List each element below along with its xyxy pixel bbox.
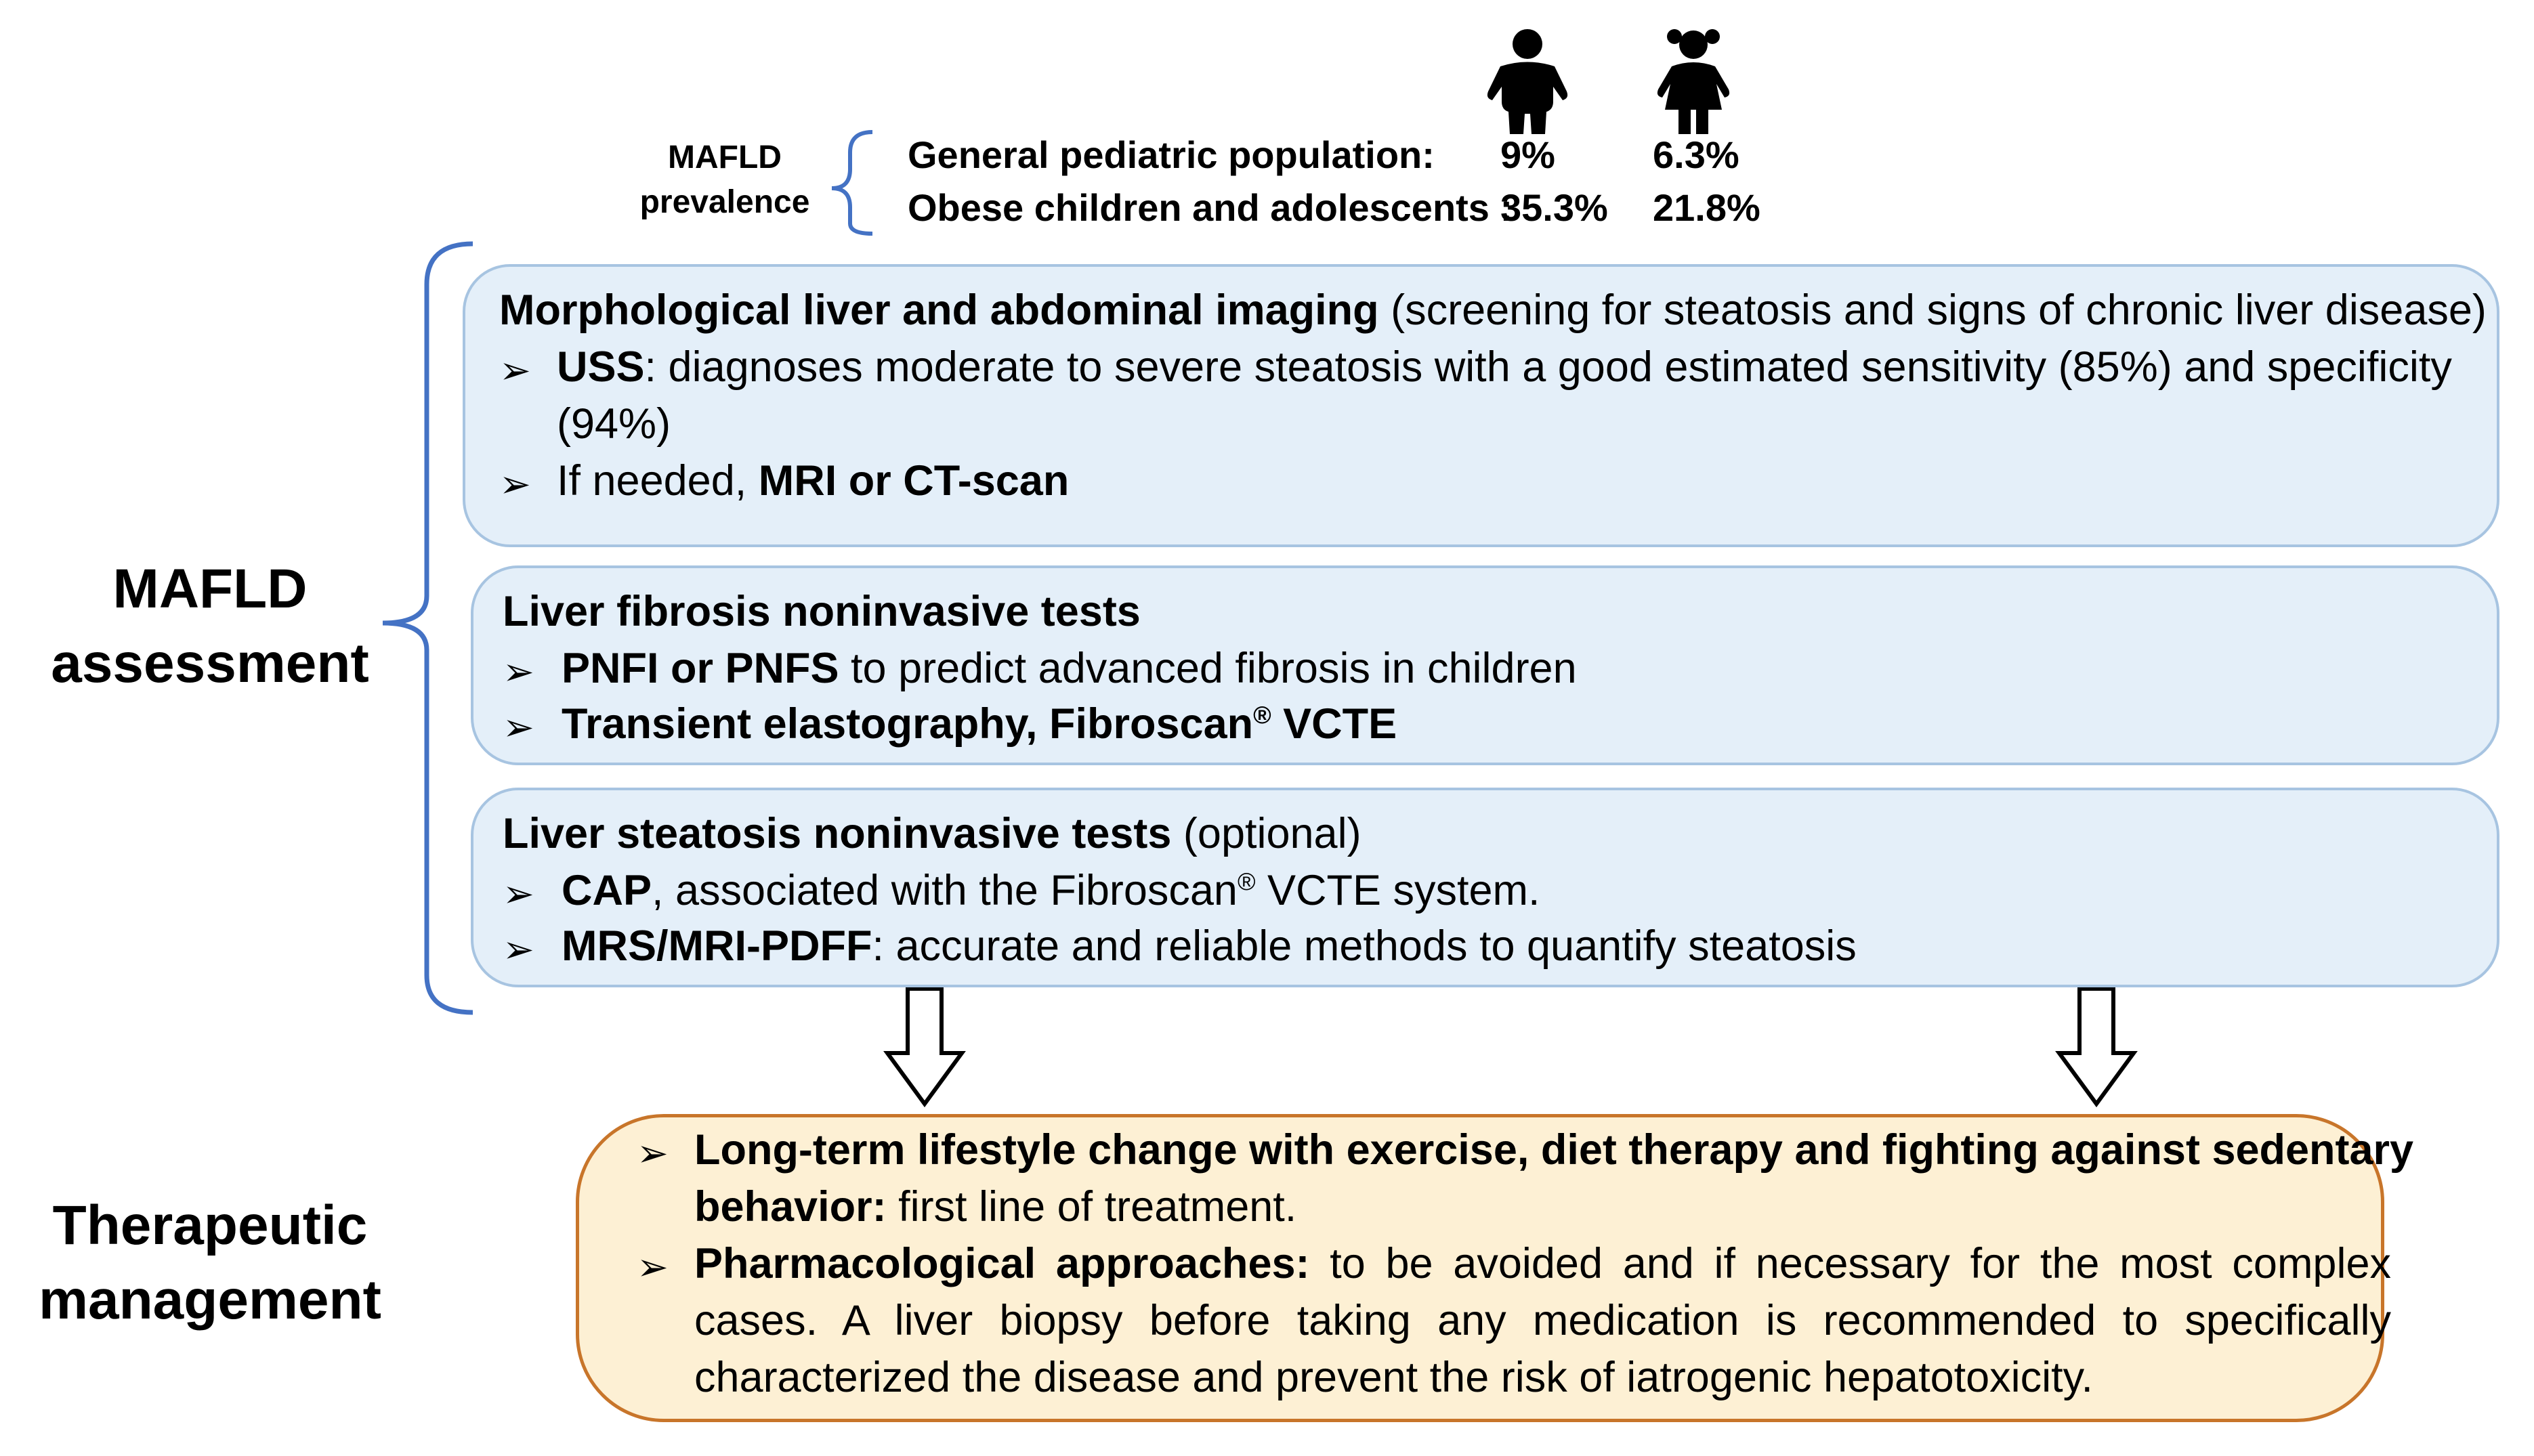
prevalence-row-general: General pediatric population: [908, 133, 1435, 177]
imaging-item-uss: USS: diagnoses moderate to severe steato… [557, 343, 2452, 391]
item-rest: : diagnoses moderate to severe steatosis… [644, 343, 2452, 391]
fibrosis-box: Liver fibrosis noninvasive tests ➢ PNFI … [471, 565, 2499, 765]
therapy-box: ➢ Long-term lifestyle change with exerci… [576, 1114, 2413, 1422]
item-rest: , associated with the Fibroscan [652, 867, 1238, 914]
prevalence-label-line1: MAFLD [668, 140, 782, 175]
assessment-label-line2: assessment [51, 633, 369, 694]
management-label-line2: management [39, 1269, 381, 1331]
obese-male-value: 35.3% [1500, 186, 1608, 229]
item-bold: CAP [562, 867, 652, 914]
therapy-item2-line3: characterized the disease and prevent th… [694, 1354, 2094, 1401]
fibrosis-item-pnfi: PNFI or PNFS to predict advanced fibrosi… [562, 644, 1577, 693]
row-label: Obese children and adolescents : [908, 186, 1513, 229]
item-after: VCTE [1271, 700, 1397, 748]
prevalence-label: MAFLD prevalence [603, 135, 847, 225]
item-bold: Pharmacological approaches: [694, 1240, 1310, 1287]
prevalence-row-obese: Obese children and adolescents : [908, 186, 1513, 230]
item-after: VCTE system. [1255, 867, 1540, 914]
registered-mark: ® [1253, 701, 1271, 729]
steatosis-title-bold: Liver steatosis noninvasive tests [503, 810, 1172, 857]
fibrosis-title-bold: Liver fibrosis noninvasive tests [503, 588, 1141, 635]
down-arrow-icon [883, 987, 966, 1108]
item-pre: If needed, [557, 457, 759, 505]
male-child-icon [1487, 29, 1568, 134]
item-bold: MRI or CT-scan [758, 457, 1070, 505]
item-rest: first line of treatment. [886, 1183, 1297, 1230]
item-rest: : accurate and reliable methods to quant… [872, 922, 1857, 970]
steatosis-title-rest: (optional) [1171, 810, 1361, 857]
therapy-item2-line2: cases. A liver biopsy before taking any … [694, 1297, 2391, 1344]
bullet-arrow-icon: ➢ [499, 463, 531, 505]
therapy-item1-line1: Long-term lifestyle change with exercise… [694, 1126, 2414, 1174]
steatosis-box: Liver steatosis noninvasive tests (optio… [471, 788, 2499, 987]
assessment-label-line1: MAFLD [112, 558, 308, 620]
imaging-item-mri: If needed, MRI or CT-scan [557, 456, 1069, 505]
assessment-brace [382, 241, 473, 1015]
therapy-item2-line1: Pharmacological approaches: to be avoide… [694, 1239, 2391, 1288]
item-rest: to be avoided and if necessary for the m… [1309, 1240, 2391, 1287]
imaging-title: Morphological liver and abdominal imagin… [499, 286, 2487, 335]
steatosis-item-cap: CAP, associated with the Fibroscan® VCTE… [562, 866, 1540, 915]
imaging-title-rest: (screening for steatosis and signs of ch… [1378, 286, 2487, 334]
item-bold: Transient elastography, Fibroscan [562, 700, 1254, 748]
item-bold: MRS/MRI-PDFF [562, 922, 872, 970]
assessment-label: MAFLD assessment [27, 552, 393, 701]
item-bold: PNFI or PNFS [562, 645, 839, 692]
general-male-value: 9% [1500, 133, 1555, 176]
prevalence-label-line2: prevalence [639, 184, 810, 220]
item-bold: behavior: [694, 1183, 887, 1230]
steatosis-title: Liver steatosis noninvasive tests (optio… [503, 809, 1361, 858]
female-child-icon [1657, 29, 1730, 134]
imaging-item-uss-cont: (94%) [557, 400, 671, 448]
obese-female-value: 21.8% [1653, 186, 1760, 229]
fibrosis-title: Liver fibrosis noninvasive tests [503, 587, 1141, 636]
bullet-arrow-icon: ➢ [503, 650, 534, 693]
registered-mark: ® [1237, 868, 1256, 895]
bullet-arrow-icon: ➢ [499, 349, 531, 391]
row-label: General pediatric population: [908, 133, 1435, 176]
imaging-box: Morphological liver and abdominal imagin… [463, 264, 2499, 547]
fibrosis-item-elastography: Transient elastography, Fibroscan® VCTE [562, 700, 1397, 748]
steatosis-item-mrs: MRS/MRI-PDFF: accurate and reliable meth… [562, 922, 1857, 970]
bullet-arrow-icon: ➢ [637, 1245, 669, 1288]
down-arrow-icon [2055, 987, 2138, 1108]
bullet-arrow-icon: ➢ [637, 1132, 669, 1174]
bullet-arrow-icon: ➢ [503, 706, 534, 748]
item-bold: USS [557, 343, 645, 391]
imaging-title-bold: Morphological liver and abdominal imagin… [499, 286, 1379, 334]
general-female-value: 6.3% [1653, 133, 1739, 176]
therapy-item1-line2: behavior: first line of treatment. [694, 1182, 2391, 1231]
management-label-line1: Therapeutic [52, 1195, 368, 1256]
management-label: Therapeutic management [20, 1189, 400, 1337]
item-rest: to predict advanced fibrosis in children [839, 645, 1577, 692]
prevalence-brace [831, 130, 873, 236]
bullet-arrow-icon: ➢ [503, 928, 534, 970]
bullet-arrow-icon: ➢ [503, 872, 534, 915]
